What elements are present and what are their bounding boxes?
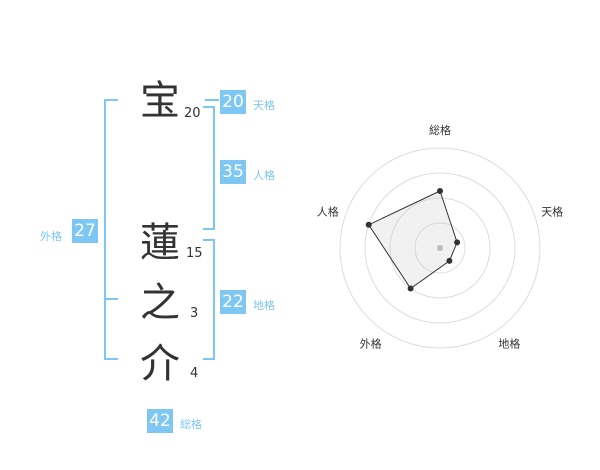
stroke-count-1: 20 — [184, 106, 201, 121]
radar-axis-label: 総格 — [429, 123, 451, 137]
radar-axis-label: 人格 — [317, 205, 339, 219]
gaikaku-label: 外格 — [40, 230, 62, 243]
radar-ring-3 — [364, 172, 516, 324]
radar-point-2 — [454, 239, 461, 246]
radar-axis-label: 地格 — [498, 337, 520, 351]
radar-axis-label: 天格 — [541, 205, 563, 219]
name-char-1: 宝 — [140, 78, 180, 124]
jinkaku-value: 35 — [220, 160, 246, 184]
stroke-count-4: 4 — [190, 366, 199, 381]
tenkaku-label: 天格 — [253, 99, 275, 112]
jinkaku-label: 人格 — [253, 169, 275, 182]
soukaku-value: 42 — [147, 409, 173, 433]
chikaku-value: 22 — [220, 290, 246, 314]
radar-axis-label: 外格 — [360, 337, 382, 351]
stroke-count-3: 3 — [190, 306, 199, 321]
soukaku-label: 総格 — [180, 418, 202, 431]
radar-point-4 — [407, 285, 414, 292]
chikaku-label: 地格 — [253, 299, 275, 312]
name-char-2: 蓮 — [140, 220, 180, 266]
radar-center — [437, 245, 443, 251]
radar-point-3 — [446, 257, 453, 264]
tenkaku-value: 20 — [220, 90, 246, 114]
radar-ring-1 — [414, 222, 466, 274]
name-char-3: 之 — [140, 280, 180, 326]
name-char-4: 介 — [140, 341, 180, 387]
radar-area — [367, 190, 458, 290]
stroke-count-2: 15 — [186, 246, 203, 261]
radar-point-1 — [437, 188, 443, 194]
radar-ring-2 — [389, 197, 491, 299]
radar-point-5 — [365, 221, 372, 228]
radar-ring-4 — [339, 147, 541, 349]
gaikaku-value: 27 — [72, 219, 98, 243]
